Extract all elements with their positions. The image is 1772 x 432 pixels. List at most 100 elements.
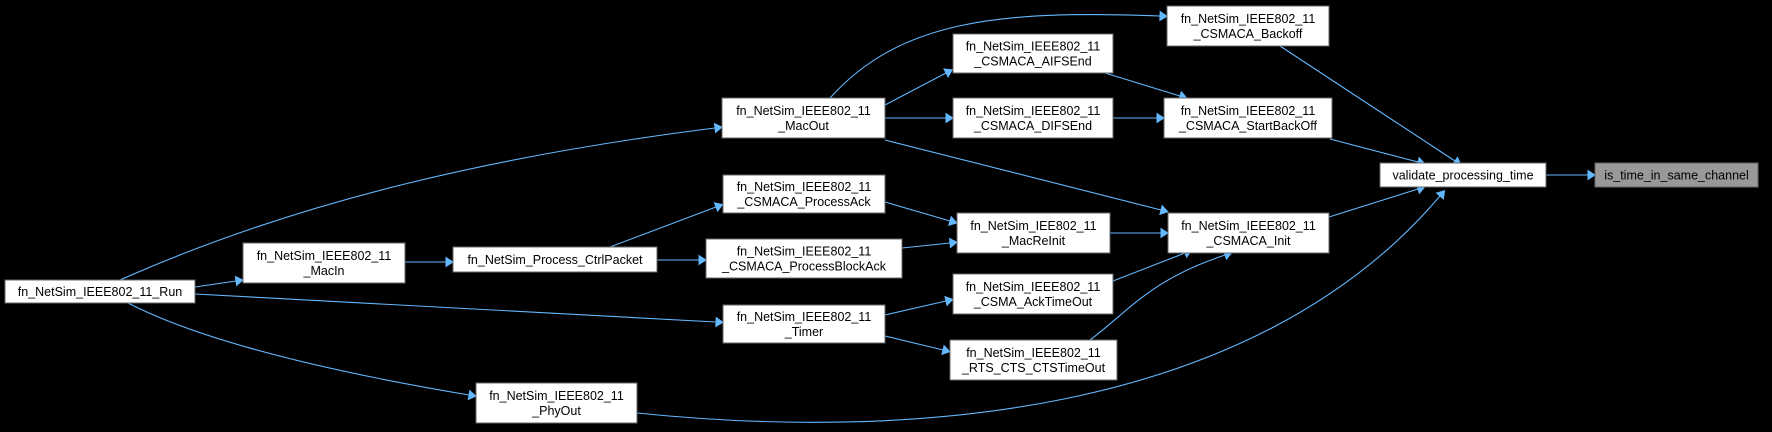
node-label: fn_NetSim_IEEE802_11 <box>736 104 871 118</box>
arrowhead-icon <box>1160 227 1169 239</box>
edge-line <box>194 293 717 323</box>
node-label: _MacIn <box>303 264 345 278</box>
node-acktimeout[interactable]: fn_NetSim_IEEE802_11_CSMA_AckTimeOut <box>952 273 1114 315</box>
node-timer[interactable]: fn_NetSim_IEEE802_11_Timer <box>722 304 886 344</box>
edge-processack-to-macreinit <box>884 201 958 227</box>
arrowhead-icon <box>1159 10 1168 22</box>
node-label: is_time_in_same_channel <box>1604 169 1749 183</box>
node-label: fn_NetSim_IEE802_11 <box>970 219 1096 233</box>
node-macout[interactable]: fn_NetSim_IEEE802_11_MacOut <box>721 97 886 139</box>
node-label: _PhyOut <box>531 404 581 418</box>
edge-line <box>884 139 1162 211</box>
node-label: fn_NetSim_IEEE802_11 <box>966 104 1101 118</box>
node-label: fn_NetSim_IEEE802_11 <box>966 40 1101 54</box>
node-box[interactable] <box>1166 5 1330 47</box>
node-label: _CSMACA_Init <box>1205 234 1291 248</box>
node-box[interactable] <box>452 246 658 273</box>
edge-line <box>1279 45 1456 162</box>
edge-line <box>194 280 237 288</box>
node-ctstimeout[interactable]: fn_NetSim_IEEE802_11_RTS_CTS_CTSTimeOut <box>949 339 1118 381</box>
edge-aifsend-to-startbackoff <box>1104 72 1188 102</box>
node-box[interactable] <box>1167 212 1330 254</box>
edge-timer-to-ctstimeout <box>884 335 951 356</box>
arrowhead-icon <box>1159 204 1169 216</box>
edge-run-to-macin <box>194 275 244 288</box>
node-box[interactable] <box>949 339 1118 381</box>
node-label: fn_NetSim_IEEE802_11 <box>737 180 872 194</box>
edge-line <box>829 14 1161 99</box>
node-label: validate_processing_time <box>1392 169 1533 183</box>
node-root[interactable]: is_time_in_same_channel <box>1594 162 1759 188</box>
node-label: _CSMA_AckTimeOut <box>973 295 1093 309</box>
edge-line <box>901 242 951 249</box>
node-box[interactable] <box>956 212 1111 254</box>
node-label: _Timer <box>784 325 823 339</box>
arrowhead-icon <box>1435 189 1446 200</box>
node-box[interactable] <box>722 174 886 214</box>
node-box[interactable] <box>722 304 886 344</box>
edge-phyout-to-validate <box>636 189 1446 423</box>
node-box[interactable] <box>1594 162 1759 188</box>
edge-run-to-phyout <box>127 302 477 401</box>
node-label: _CSMACA_AIFSEnd <box>973 55 1091 69</box>
arrowhead-icon <box>715 316 724 328</box>
edge-macout-to-aifsend <box>884 68 954 106</box>
edge-line <box>609 206 717 248</box>
node-box[interactable] <box>1163 97 1333 139</box>
edge-difsend-to-startbackoff <box>1113 112 1165 124</box>
edge-csmacainit-to-validate <box>1328 183 1426 218</box>
node-backoff[interactable]: fn_NetSim_IEEE802_11_CSMACA_Backoff <box>1166 5 1330 47</box>
node-ctrlpacket[interactable]: fn_NetSim_Process_CtrlPacket <box>452 246 658 273</box>
node-aifsend[interactable]: fn_NetSim_IEEE802_11_CSMACA_AIFSEnd <box>952 33 1114 74</box>
node-box[interactable] <box>952 33 1114 74</box>
node-label: fn_NetSim_IEEE802_11 <box>489 389 624 403</box>
node-label: fn_NetSim_IEEE802_11_Run <box>18 285 183 299</box>
edge-macout-to-difsend <box>885 112 954 124</box>
node-difsend[interactable]: fn_NetSim_IEEE802_11_CSMACA_DIFSEnd <box>952 97 1114 139</box>
node-box[interactable] <box>475 382 638 424</box>
node-macreinit[interactable]: fn_NetSim_IEE802_11_MacReInit <box>956 212 1111 254</box>
node-box[interactable] <box>705 238 903 279</box>
edge-line <box>127 302 470 396</box>
edge-line <box>884 335 944 351</box>
arrowhead-icon <box>945 112 954 124</box>
arrowhead-icon <box>713 122 723 134</box>
node-label: fn_NetSim_IEEE802_11 <box>737 245 872 259</box>
edge-line <box>884 201 951 222</box>
node-box[interactable] <box>1379 162 1547 188</box>
arrowhead-icon <box>713 202 724 213</box>
node-csmacainit[interactable]: fn_NetSim_IEEE802_11_CSMACA_Init <box>1167 212 1330 254</box>
edge-ctrlpacket-to-processack <box>609 202 724 248</box>
node-run[interactable]: fn_NetSim_IEEE802_11_Run <box>4 279 196 304</box>
node-label: _CSMACA_ProcessAck <box>736 195 871 209</box>
edge-line <box>636 195 1441 423</box>
edge-line <box>119 127 716 281</box>
node-label: fn_NetSim_Process_CtrlPacket <box>467 253 643 267</box>
node-label: fn_NetSim_IEEE802_11 <box>966 346 1101 360</box>
edge-macreinit-to-csmacainit <box>1110 227 1169 239</box>
edge-timer-to-acktimeout <box>884 295 954 316</box>
node-processblockack[interactable]: fn_NetSim_IEEE802_11_CSMACA_ProcessBlock… <box>705 238 903 279</box>
edge-validate-to-root <box>1546 169 1596 181</box>
arrowhead-icon <box>467 389 477 401</box>
node-startbackoff[interactable]: fn_NetSim_IEEE802_11_CSMACA_StartBackOff <box>1163 97 1333 139</box>
edge-run-to-macout <box>119 122 723 281</box>
node-box[interactable] <box>242 242 406 284</box>
node-box[interactable] <box>721 97 886 139</box>
edge-line <box>1329 138 1419 163</box>
node-label: fn_NetSim_IEEE802_11 <box>1181 219 1316 233</box>
node-phyout[interactable]: fn_NetSim_IEEE802_11_PhyOut <box>475 382 638 424</box>
arrowhead-icon <box>234 275 244 287</box>
node-label: _CSMACA_StartBackOff <box>1178 119 1318 133</box>
edge-acktimeout-to-csmacainit <box>1112 248 1193 282</box>
node-box[interactable] <box>4 279 196 304</box>
node-validate[interactable]: validate_processing_time <box>1379 162 1547 188</box>
node-box[interactable] <box>952 273 1114 315</box>
node-processack[interactable]: fn_NetSim_IEEE802_11_CSMACA_ProcessAck <box>722 174 886 214</box>
arrowhead-icon <box>944 295 954 307</box>
node-box[interactable] <box>952 97 1114 139</box>
node-macin[interactable]: fn_NetSim_IEEE802_11_MacIn <box>242 242 406 284</box>
edge-processblockack-to-macreinit <box>901 237 958 249</box>
edge-line <box>1089 254 1226 341</box>
